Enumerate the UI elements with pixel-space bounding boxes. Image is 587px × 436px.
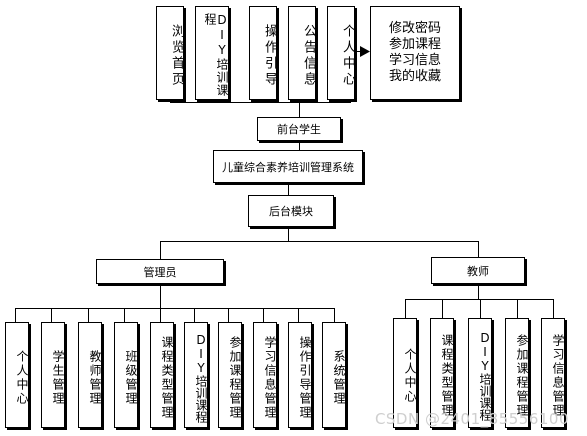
- connector: [553, 299, 554, 318]
- connector: [298, 308, 299, 322]
- profile-item: 学习信息: [388, 53, 441, 68]
- node-browse-home: 浏览首页: [156, 6, 184, 100]
- connector: [160, 241, 161, 259]
- admin-diy-course: DIY培训课程: [184, 322, 208, 428]
- admin-student-mgmt: 学生管理: [41, 322, 65, 428]
- node-personal-center-top: 个人中心: [327, 6, 355, 100]
- node-backend: 后台模块: [248, 195, 334, 227]
- connector: [212, 100, 213, 103]
- connector: [263, 100, 264, 103]
- connector: [15, 308, 16, 322]
- connector: [478, 241, 479, 257]
- arrow-line: [354, 51, 364, 52]
- connector: [334, 308, 335, 322]
- admin-personal-center: 个人中心: [5, 322, 29, 428]
- admin-course-type-mgmt: 课程类型管理: [150, 322, 174, 428]
- admin-guide-mgmt: 操作引导管理: [288, 322, 312, 428]
- node-announcement: 公告信息: [288, 6, 316, 100]
- connector: [288, 183, 289, 195]
- watermark: CSDN @2401_85556100: [374, 410, 569, 428]
- teacher-course-type-mgmt: 课程类型管理: [430, 318, 454, 428]
- connector: [263, 308, 264, 322]
- connector: [288, 227, 289, 241]
- connector: [124, 308, 125, 322]
- node-teacher: 教师: [431, 257, 525, 284]
- teacher-diy-course: DIY培训课程: [468, 318, 492, 428]
- connector: [341, 100, 342, 103]
- node-front-student: 前台学生: [257, 117, 341, 141]
- connector: [194, 308, 195, 322]
- arrow-head-icon: [360, 46, 370, 57]
- connector: [160, 241, 478, 242]
- profile-item: 修改密码: [388, 21, 441, 36]
- connector: [442, 299, 443, 318]
- connector: [51, 308, 52, 322]
- teacher-personal-center: 个人中心: [393, 318, 417, 428]
- node-guide: 操作引导: [249, 6, 277, 100]
- admin-system-mgmt: 系统管理: [322, 322, 346, 428]
- teacher-join-course-mgmt: 参加课程管理: [505, 318, 529, 428]
- connector: [170, 102, 351, 103]
- node-diy-course: DIY培训课程: [195, 6, 229, 100]
- connector: [480, 299, 481, 318]
- admin-join-course-mgmt: 参加课程管理: [218, 322, 242, 428]
- admin-class-mgmt: 班级管理: [114, 322, 138, 428]
- connector: [160, 308, 161, 322]
- connector: [15, 308, 334, 309]
- profile-item: 我的收藏: [388, 69, 441, 84]
- connector: [299, 141, 300, 150]
- connector: [405, 299, 553, 300]
- node-system: 儿童综合素养培训管理系统: [213, 150, 363, 183]
- connector: [517, 299, 518, 318]
- node-admin: 管理员: [96, 259, 224, 284]
- connector: [228, 308, 229, 322]
- admin-teacher-mgmt: 教师管理: [78, 322, 102, 428]
- profile-item: 参加课程: [388, 37, 441, 52]
- node-profile-functions: 修改密码 参加课程 学习信息 我的收藏: [370, 6, 460, 100]
- connector: [478, 284, 479, 299]
- connector: [302, 100, 303, 103]
- connector: [405, 299, 406, 318]
- connector: [160, 284, 161, 308]
- connector: [299, 103, 300, 117]
- admin-study-info-mgmt: 学习信息管理: [253, 322, 277, 428]
- teacher-study-info-mgmt: 学习信息管理: [541, 318, 565, 428]
- connector: [88, 308, 89, 322]
- connector: [170, 100, 171, 103]
